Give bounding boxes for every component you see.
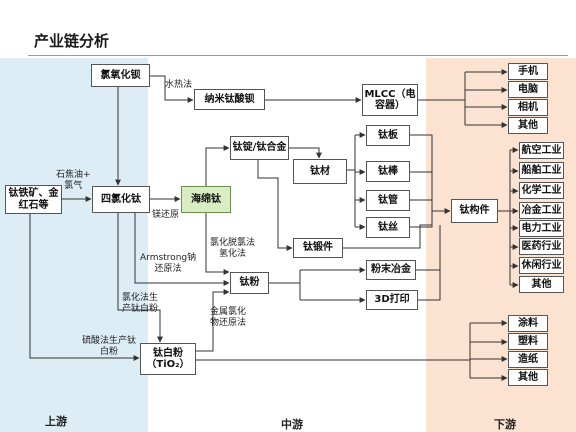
node-other-electronics: 其他 bbox=[508, 117, 548, 134]
zone-midstream-label: 中游 bbox=[281, 418, 303, 431]
label-sulfate-process: 硫酸法生产钛 白粉 bbox=[82, 336, 137, 358]
label-metal-chloride: 金属氯化 物还原法 bbox=[210, 307, 247, 329]
node-mlcc: MLCC（电 容器） bbox=[362, 84, 418, 116]
node-metallurgy: 冶金工业 bbox=[519, 202, 564, 219]
node-other-tio2: 其他 bbox=[508, 369, 548, 386]
node-titanium-wire: 钛丝 bbox=[366, 217, 410, 238]
node-titanium-forging: 钛锻件 bbox=[293, 238, 343, 258]
node-other-industry: 其他 bbox=[519, 276, 564, 293]
node-titanium-dioxide: 钛白粉 （TiO₂） bbox=[140, 343, 196, 375]
zone-downstream-label: 下游 bbox=[494, 418, 516, 431]
node-papermaking: 造纸 bbox=[508, 351, 548, 368]
node-titanium-tube: 钛管 bbox=[366, 190, 410, 211]
node-aviation: 航空工业 bbox=[519, 142, 564, 159]
node-coating: 涂料 bbox=[508, 315, 548, 332]
node-shipbuilding: 船舶工业 bbox=[519, 162, 564, 179]
node-titanium-rod: 钛棒 bbox=[366, 161, 410, 182]
node-medical: 医药行业 bbox=[519, 238, 564, 255]
label-hydrothermal: 水热法 bbox=[165, 80, 193, 90]
node-barium-chloride: 氯氧化钡 bbox=[91, 64, 150, 87]
node-nano-barium-titanate: 纳米钛酸钡 bbox=[194, 89, 265, 110]
node-chemical: 化学工业 bbox=[519, 182, 564, 199]
label-armstrong: Armstrong钠 还原法 bbox=[140, 253, 197, 275]
label-chlorination: 氯化脱氯法 氢化法 bbox=[210, 238, 256, 260]
node-3d-printing: 3D打印 bbox=[366, 290, 418, 310]
label-chloride-process: 氯化法生 产钛白粉 bbox=[122, 293, 159, 315]
zone-upstream-label: 上游 bbox=[45, 415, 67, 428]
node-plastic: 塑料 bbox=[508, 333, 548, 350]
node-titanium-tetrachloride: 四氯化钛 bbox=[92, 186, 150, 213]
node-camera: 相机 bbox=[508, 99, 548, 116]
page-title: 产业链分析 bbox=[34, 32, 110, 50]
node-titanium-material: 钛材 bbox=[293, 159, 347, 184]
node-power: 电力工业 bbox=[519, 220, 564, 237]
node-powder-metallurgy: 粉末冶金 bbox=[366, 260, 416, 280]
node-phone: 手机 bbox=[508, 63, 548, 80]
node-ingot-alloy: 钛锭/钛合金 bbox=[230, 136, 289, 160]
node-leisure: 休闲行业 bbox=[519, 257, 564, 274]
node-titanium-plate: 钛板 bbox=[366, 125, 410, 146]
node-titanium-component: 钛构件 bbox=[451, 199, 498, 223]
node-computer: 电脑 bbox=[508, 81, 548, 98]
label-coke-chlorine: 石焦油+ 氯气 bbox=[56, 170, 91, 192]
title-divider bbox=[28, 55, 568, 56]
node-sponge-titanium: 海绵钛 bbox=[181, 186, 231, 213]
node-titanium-powder: 钛粉 bbox=[230, 272, 269, 294]
node-titanium-ore: 钛铁矿、金 红石等 bbox=[5, 185, 62, 214]
upstream-zone bbox=[0, 58, 148, 432]
label-mg-reduction: 镁还原 bbox=[152, 210, 180, 220]
